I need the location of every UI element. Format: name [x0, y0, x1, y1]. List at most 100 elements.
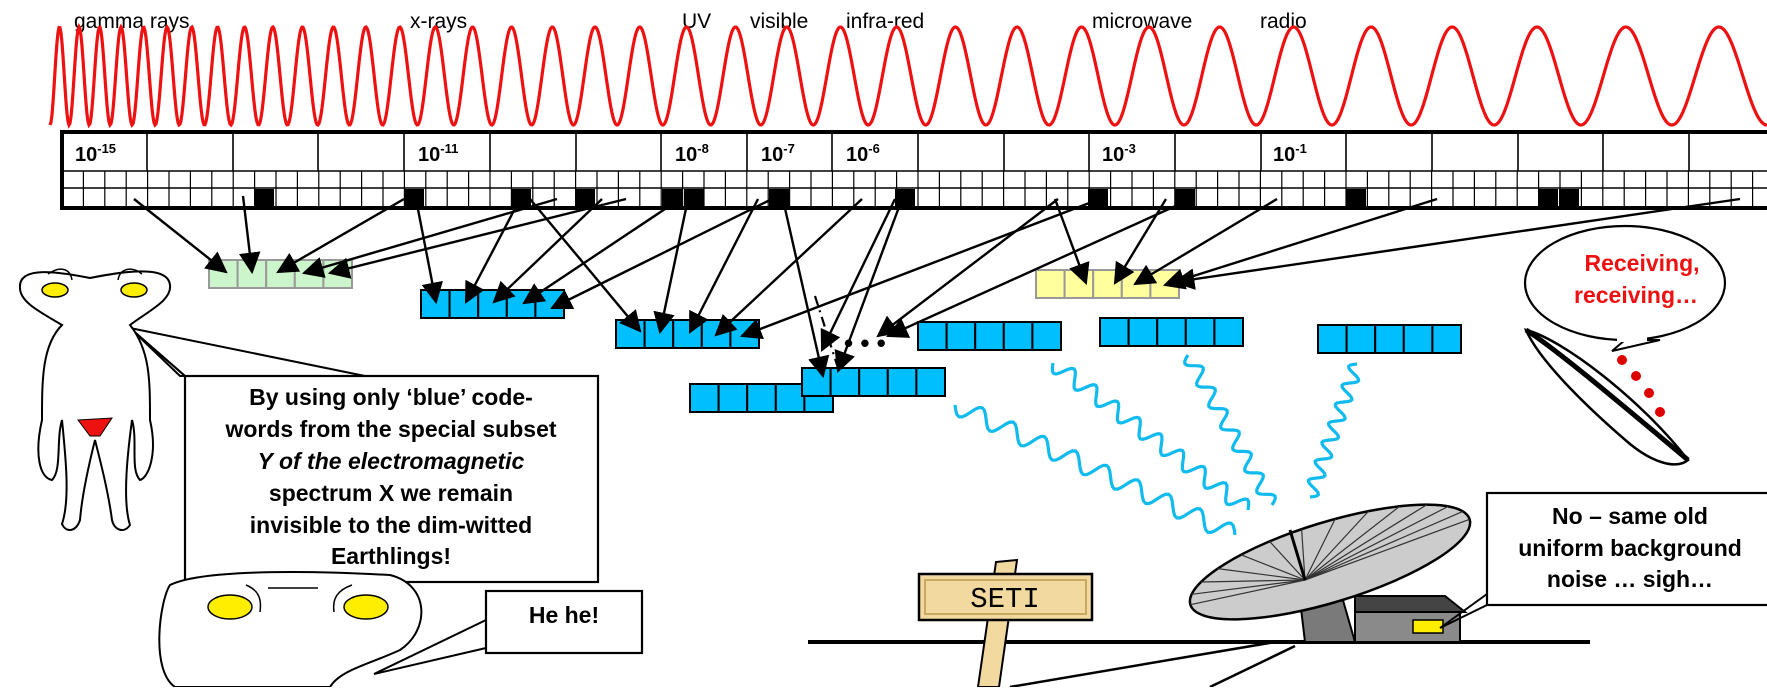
codeword-cell [615, 319, 646, 349]
mapping-arrow [492, 198, 603, 304]
codeword-cell [1431, 324, 1463, 354]
codeword-bar [420, 289, 566, 319]
codeword-bar [1317, 324, 1463, 354]
codeword-cell [643, 319, 675, 349]
codeword-cell [1031, 321, 1063, 351]
mapping-arrow [327, 197, 627, 279]
scale-label: 10-15 [75, 141, 116, 166]
alien-eye [343, 594, 389, 620]
mapping-arrow [739, 195, 1106, 340]
signal-squiggle [1050, 362, 1251, 511]
earth-speech-line: No – same old [1552, 503, 1708, 529]
codeword-cell [774, 383, 806, 413]
mapping-arrow [133, 198, 228, 274]
signal-squiggle [953, 404, 1237, 536]
mapping-arrow [653, 198, 690, 335]
signal-squiggles [953, 354, 1361, 536]
codeword-bar [1099, 317, 1245, 347]
house [1354, 595, 1468, 643]
band-label-uv: UV [682, 10, 711, 33]
earth-speech-line: noise … sigh… [1547, 566, 1713, 592]
scale-label: 10-1 [1273, 141, 1307, 166]
codeword-cell [886, 367, 918, 397]
ufo-speech-line: receiving… [1574, 282, 1698, 308]
seti-sign: SETI [917, 558, 1094, 688]
spectrum-wave [48, 22, 1767, 129]
mapping-arrow [886, 202, 1181, 338]
codeword-cell [945, 321, 977, 351]
alien-eye [120, 282, 148, 298]
signal-squiggle [1183, 354, 1277, 506]
codeword-cell [689, 383, 720, 413]
speech-bubble-small: He he! [373, 589, 644, 675]
mapping-arrow [1053, 198, 1090, 286]
mapping-arrow [714, 198, 863, 337]
codeword-bar [1035, 269, 1181, 299]
satellite-dish [1188, 503, 1472, 643]
band-label-microwave: microwave [1092, 10, 1192, 33]
codeword-cell [1374, 324, 1405, 354]
seti-sign-label: SETI [970, 583, 1040, 616]
codeword-cell [1063, 269, 1095, 299]
speech-bubble-main: By using only ‘blue’ code- words from th… [129, 327, 600, 584]
speech-bubble-ufo: Receiving, receiving… [1523, 224, 1727, 352]
codeword-cell [717, 383, 749, 413]
mapping-arrow [1133, 197, 1278, 286]
codeword-cell [208, 259, 239, 289]
alien-speech-line: spectrum X we remain [269, 480, 513, 506]
codeword-cell [917, 321, 948, 351]
alien-speech-line: Y of the electromagnetic [258, 448, 525, 474]
mapping-arrow [550, 197, 773, 310]
mapping-arrow [238, 195, 261, 275]
codeword-cell [1345, 324, 1377, 354]
alien-speech-line: invisible to the dim-witted [250, 512, 532, 538]
codeword-cell [1317, 324, 1348, 354]
mapping-arrow [876, 198, 1059, 338]
scale-label: 10-8 [675, 141, 709, 166]
spectrum-grid [60, 130, 1767, 210]
scale-label: 10-6 [846, 141, 880, 166]
earth-speech-line: uniform background [1518, 535, 1742, 561]
mapping-arrow [1172, 197, 1741, 290]
mapping-arrow [834, 198, 904, 374]
alien-eye [41, 282, 69, 298]
codeword-bar [801, 367, 947, 397]
alien-head [158, 571, 423, 688]
speech-bubble-earth: No – same old uniform background noise …… [1439, 491, 1767, 629]
codeword-cell [1213, 317, 1245, 347]
alien-speech-line: Earthlings! [331, 543, 451, 569]
codeword-cell [974, 321, 1005, 351]
alien-speech-line: By using only ‘blue’ code- [249, 384, 533, 410]
codeword-cell [672, 319, 703, 349]
codeword-cell [801, 367, 832, 397]
codeword-cell [1092, 269, 1123, 299]
alien-small-speech: He he! [529, 602, 599, 628]
codeword-cell [1035, 269, 1066, 299]
alien-speech-line: words from the special subset [224, 416, 556, 442]
band-label-infrared: infra-red [846, 10, 924, 33]
scale-labels: 10-15 10-11 10-8 10-7 10-6 10-3 10-1 [75, 141, 1307, 166]
codeword-cell [1156, 317, 1187, 347]
mapping-arrow [688, 198, 760, 334]
mapping-arrow [820, 198, 897, 352]
mapping-arrow [464, 198, 522, 304]
codeword-cell [1402, 324, 1434, 354]
codeword-cell [858, 367, 889, 397]
codeword-cell [829, 367, 861, 397]
band-label-xrays: x-rays [410, 10, 467, 33]
codeword-cell [293, 259, 325, 289]
codeword-cell [505, 289, 537, 319]
mapping-arrow [529, 198, 642, 333]
codeword-cell [1127, 317, 1159, 347]
band-label-radio: radio [1260, 10, 1307, 33]
dish-cable [1209, 644, 1296, 689]
codeword-cell [1002, 321, 1034, 351]
band-label-visible: visible [750, 10, 808, 33]
dish-cable [1009, 640, 1276, 689]
alien-eye [207, 594, 253, 620]
scale-label: 10-7 [761, 141, 795, 166]
codeword-cell [1099, 317, 1130, 347]
codeword-bar [917, 321, 1063, 351]
